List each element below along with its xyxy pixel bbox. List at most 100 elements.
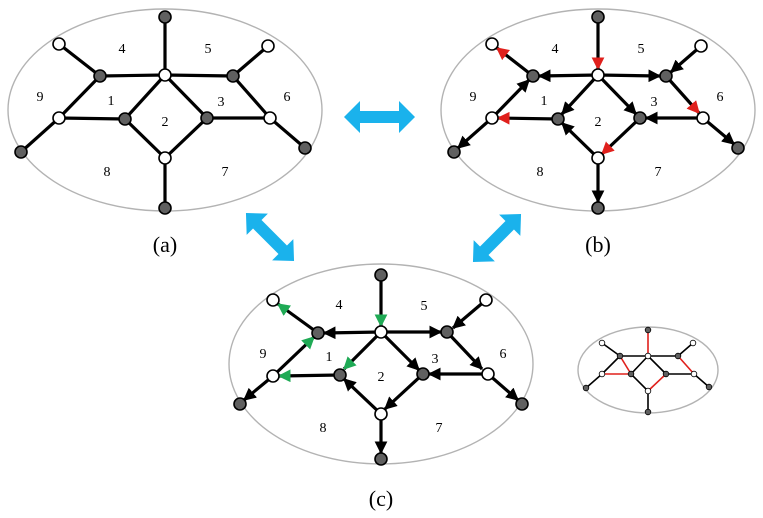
vertex-dark [659,69,673,83]
vertex-dark [14,145,28,159]
inset-graph [577,326,719,416]
vertex-dark [644,408,652,416]
region-label-8: 8 [320,421,327,436]
vertex-white [690,370,698,378]
region-label-3: 3 [651,95,658,110]
matching-edge [495,46,534,78]
vertex-dark [515,397,529,411]
vertex-white [374,407,388,421]
panel-b: 1 2 3 4 5 6 7 8 9 [440,8,756,215]
vertex-white [52,111,66,125]
double-arrow-a-c [245,212,295,262]
vertex-dark [674,352,682,360]
matching-edge [619,355,632,375]
vertex-dark [311,326,325,340]
vertex-white [485,37,499,51]
vertex-white [644,352,652,360]
vertex-dark [118,112,132,126]
vertex-white [266,369,280,383]
vertex-dark [551,112,565,126]
caption-b: (b) [585,232,611,257]
vertex-dark [644,326,652,334]
vertex-dark [627,370,635,378]
vertex-white [591,151,605,165]
region-label-6: 6 [284,90,291,105]
vertices [233,268,529,466]
vertex-dark [93,69,107,83]
vertex-dark [416,367,430,381]
vertex-dark [447,145,461,159]
matching-edge [496,111,559,125]
region-label-8: 8 [537,165,544,180]
vertex-dark [440,325,454,339]
region-label-3: 3 [432,352,439,367]
caption-c: (c) [369,486,393,511]
vertex-dark [158,201,172,215]
vertex-dark [233,397,247,411]
matching-edge [664,74,701,115]
vertex-white [374,325,388,339]
matching-edge [600,116,642,156]
region-labels: 1 2 3 4 5 6 7 8 9 [470,42,724,180]
region-label-7: 7 [222,165,229,180]
region-label-1: 1 [541,94,548,109]
path-edge [271,335,316,378]
region-label-5: 5 [638,42,645,57]
vertex-dark [374,268,388,282]
vertex-dark [616,352,624,360]
vertex-white [689,339,697,347]
matching-edge [163,116,209,160]
edges [19,17,307,208]
region-label-7: 7 [655,165,662,180]
region-label-8: 8 [104,165,111,180]
vertex-dark [374,452,388,466]
vertex-white [263,111,277,125]
double-arrow-a-b [344,101,415,133]
caption-a: (a) [153,232,177,257]
vertex-white [481,367,495,381]
edges [585,330,710,412]
vertex-dark [591,201,605,215]
matching-edge [58,42,101,78]
region-label-9: 9 [470,90,477,105]
vertex-white [485,111,499,125]
region-label-3: 3 [218,95,225,110]
vertex-white [479,293,493,307]
panel-a: 1 2 3 4 5 6 7 8 9 [7,8,323,215]
vertex-dark [633,111,647,125]
vertices [14,10,312,215]
matching-edge [58,116,126,121]
vertex-white [261,39,275,53]
vertex-dark [662,370,670,378]
region-label-6: 6 [717,90,724,105]
vertex-white [598,339,606,347]
region-label-1: 1 [108,94,115,109]
panel-c: 1 2 3 4 5 6 7 8 9 [228,263,534,466]
edges [242,275,520,455]
vertex-dark [526,69,540,83]
vertex-white [158,68,172,82]
region-label-2: 2 [595,115,602,130]
edges [456,17,736,204]
region-label-2: 2 [162,115,169,130]
path-edge [277,369,341,383]
vertex-dark [200,111,214,125]
vertex-white [591,68,605,82]
region-label-6: 6 [500,347,507,362]
region-label-9: 9 [260,347,267,362]
vertex-white [598,370,606,378]
region-labels: 1 2 3 4 5 6 7 8 9 [37,42,291,180]
region-label-5: 5 [205,42,212,57]
region-label-7: 7 [436,421,443,436]
region-label-9: 9 [37,90,44,105]
vertex-dark [591,10,605,24]
vertex-white [158,151,172,165]
vertex-dark [298,141,312,155]
vertices [582,326,713,416]
matching-edge [647,373,667,392]
region-labels: 1 2 3 4 5 6 7 8 9 [260,298,507,436]
vertex-white [694,39,708,53]
region-label-5: 5 [421,299,428,314]
vertex-white [266,293,280,307]
